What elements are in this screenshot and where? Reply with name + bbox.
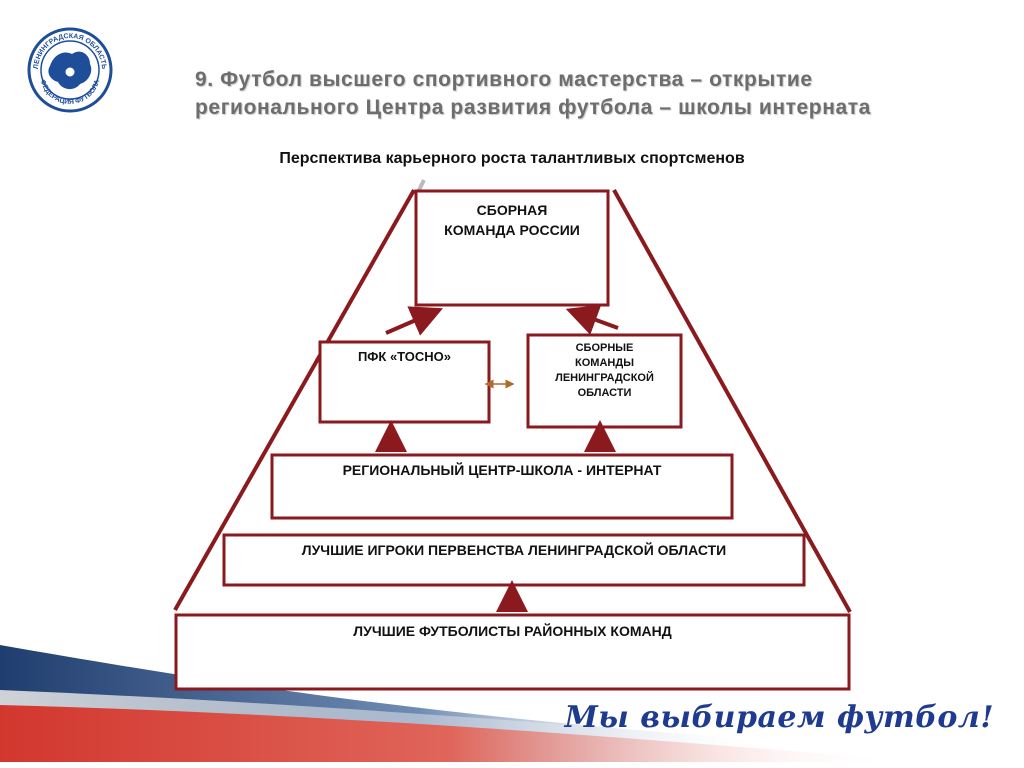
label-regional-center: РЕГИОНАЛЬНЫЙ ЦЕНТР-ШКОЛА - ИНТЕРНАТ — [342, 462, 662, 478]
pyramid-left-side — [173, 189, 416, 611]
box-regional-center — [270, 453, 734, 520]
wave-red — [0, 705, 900, 768]
arrow-regional-to-national — [565, 304, 619, 335]
slide-title: 9. Футбол высшего спортивного мастерства… — [195, 68, 871, 119]
label-regional-teams: СБОРНЫЕ КОМАНДЫ ЛЕНИНГРАДСКОЙ ОБЛАСТИ — [555, 342, 654, 399]
label-best-district-players: ЛУЧШИЕ ФУТБОЛИСТЫ РАЙОННЫХ КОМАНД — [353, 623, 672, 639]
label-national-team: СБОРНАЯ КОМАНДА РОССИИ — [444, 202, 580, 238]
box-best-region-players — [222, 533, 806, 587]
box-pfk-tosno — [318, 340, 491, 424]
box-best-district-players — [174, 613, 851, 691]
ball-icon — [64, 66, 76, 78]
box-regional-teams — [526, 333, 683, 429]
pyramid-right-side — [612, 189, 852, 613]
slogan: Мы выбираем футбол! — [564, 700, 994, 735]
diagram-subtitle: Перспектива карьерного роста талантливых… — [279, 150, 745, 167]
federation-logo: ЛЕНИНГРАДСКАЯ ОБЛАСТЬ ФЕДЕРАЦИЯ ФУТБОЛА — [27, 27, 113, 113]
label-best-region-players: ЛУЧШИЕ ИГРОКИ ПЕРВЕНСТВА ЛЕНИНГРАДСКОЙ О… — [301, 542, 727, 558]
box-national-team — [414, 189, 610, 307]
label-pfk-tosno: ПФК «ТОСНО» — [357, 349, 452, 364]
arrow-tosno-to-national — [385, 306, 444, 336]
